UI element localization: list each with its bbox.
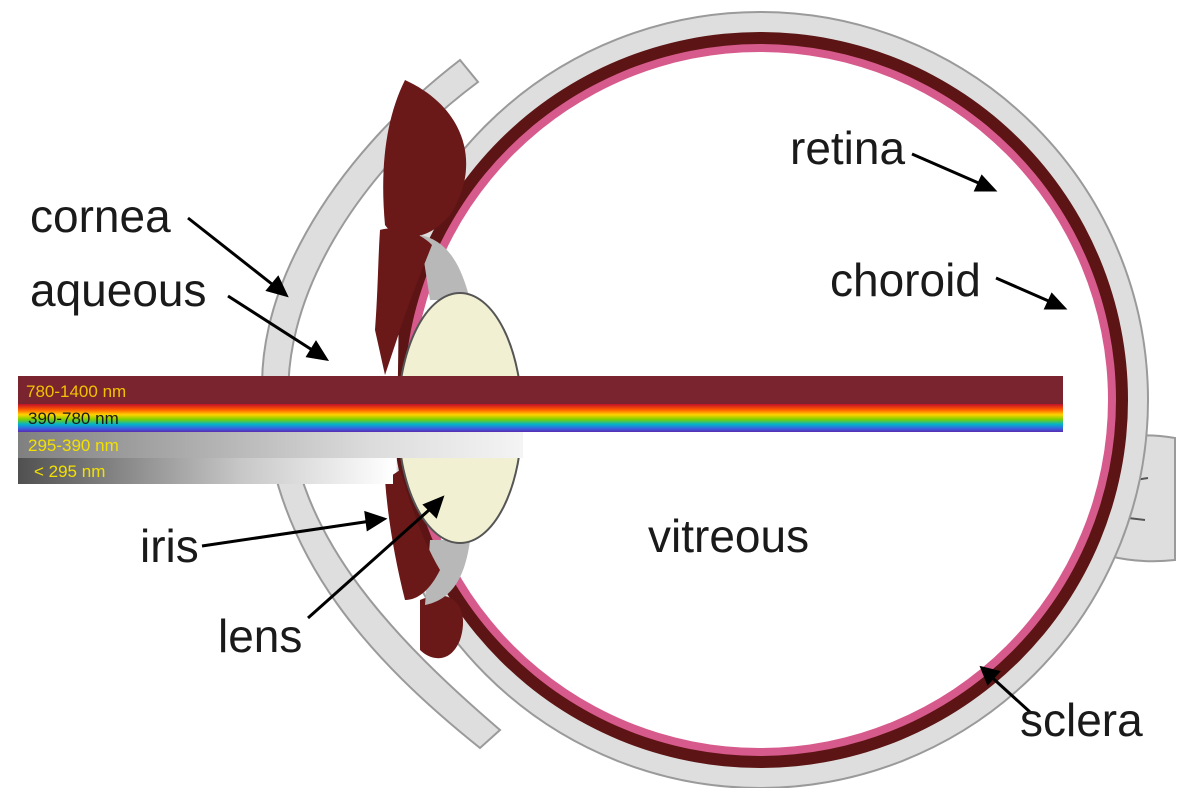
- band-label-visible: 390-780 nm: [28, 409, 119, 428]
- band-label-ir: 780-1400 nm: [26, 382, 126, 401]
- label-iris: iris: [140, 520, 199, 572]
- band-label-uva: 295-390 nm: [28, 436, 119, 455]
- label-lens: lens: [218, 610, 302, 662]
- label-choroid: choroid: [830, 254, 981, 306]
- band-visible: [18, 404, 1063, 432]
- label-sclera: sclera: [1020, 694, 1143, 746]
- label-cornea: cornea: [30, 190, 171, 242]
- label-vitreous: vitreous: [648, 510, 809, 562]
- band-ir: [18, 376, 1063, 406]
- band-label-uvc: < 295 nm: [34, 462, 105, 481]
- label-aqueous: aqueous: [30, 264, 207, 316]
- ciliary-body-bottom: [420, 596, 463, 659]
- label-retina: retina: [790, 122, 905, 174]
